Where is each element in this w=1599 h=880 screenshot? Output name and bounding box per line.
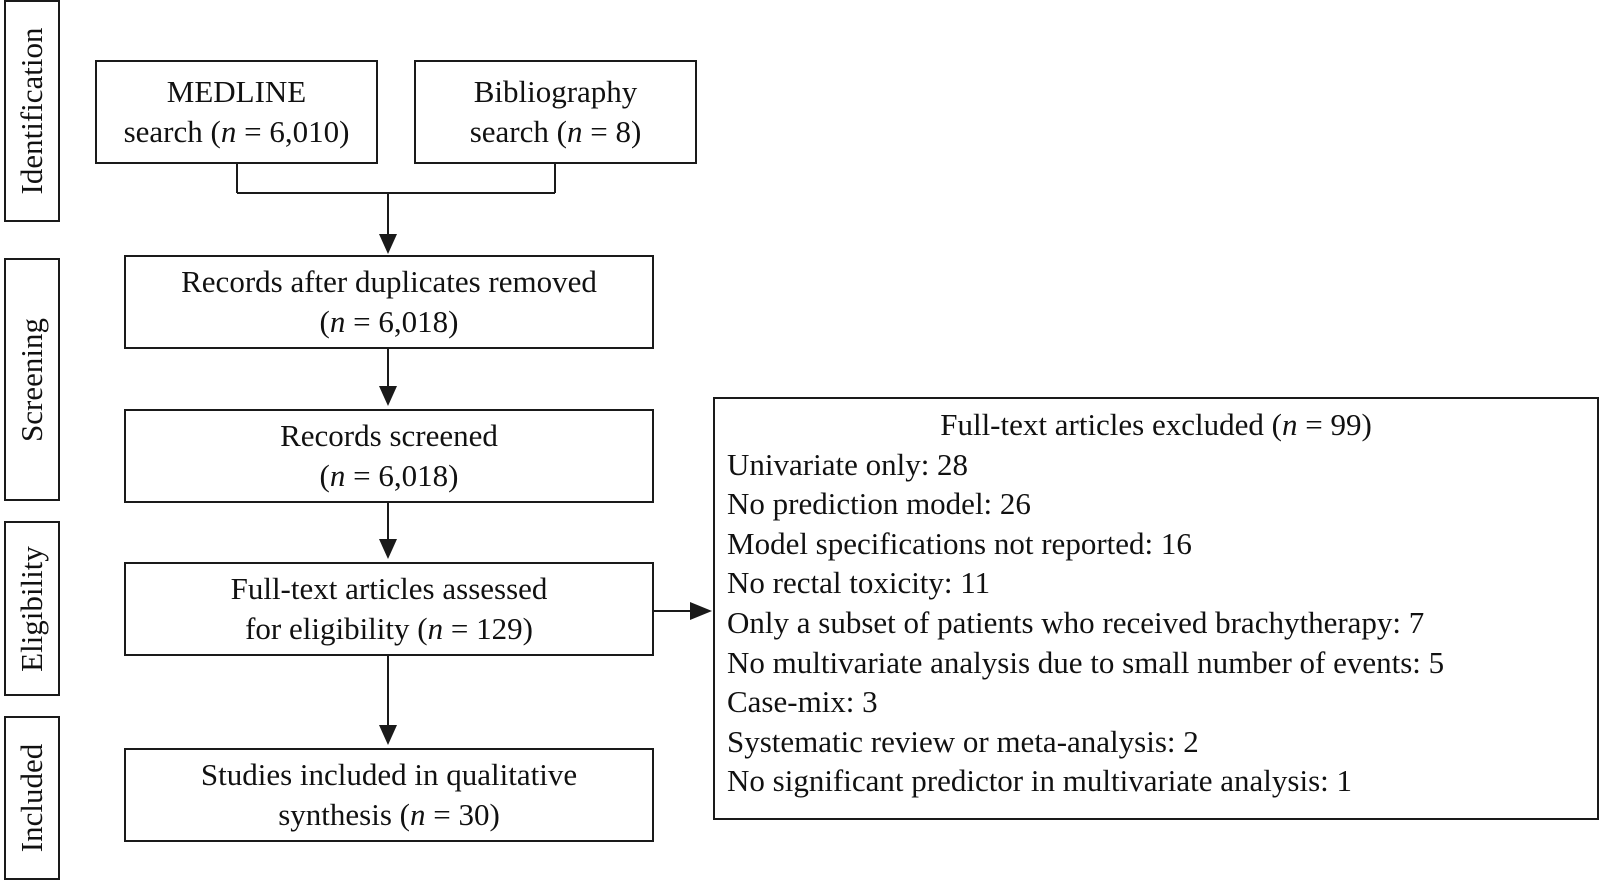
fulltext-assessed-box: Full-text articles assessed for eligibil… — [124, 562, 654, 656]
bibliography-line2: search (n = 8) — [470, 112, 642, 152]
screened-line1: Records screened — [280, 418, 498, 453]
medline-count: = 6,010) — [236, 114, 350, 149]
bibliography-search-box: Bibliography search (n = 8) — [414, 60, 697, 164]
duplicates-line2-pre: ( — [319, 304, 330, 339]
fulltext-excluded-box: Full-text articles excluded (n = 99) Uni… — [713, 397, 1599, 820]
included-count: = 30) — [425, 797, 500, 832]
medline-search-box: MEDLINE search (n = 6,010) — [95, 60, 378, 164]
excluded-title-pre: Full-text articles excluded ( — [940, 407, 1282, 442]
arrowhead-screened — [379, 386, 397, 406]
included-line1: Studies included in qualitative — [200, 757, 578, 792]
studies-included-box: Studies included in qualitative synthesi… — [124, 748, 654, 842]
excluded-title: Full-text articles excluded (n = 99) — [715, 405, 1597, 445]
bibliography-n-symbol: n — [566, 114, 583, 149]
stage-eligibility: Eligibility — [4, 521, 60, 696]
medline-line2-pre: search ( — [123, 114, 221, 149]
records-screened-box: Records screened (n = 6,018) — [124, 409, 654, 503]
fulltext-line2-pre: for eligibility ( — [245, 611, 428, 646]
exclusion-reason: No prediction model: 26 — [727, 486, 1031, 522]
fulltext-n-symbol: n — [427, 611, 444, 646]
bibliography-count: = 8) — [582, 114, 642, 149]
medline-n-symbol: n — [220, 114, 237, 149]
arrowhead-duplicates — [379, 234, 397, 254]
arrowhead-excluded — [690, 602, 712, 620]
included-n-symbol: n — [409, 797, 426, 832]
exclusion-reason: No significant predictor in multivariate… — [727, 763, 1353, 799]
stage-identification: Identification — [4, 0, 60, 222]
exclusion-reason: Model specifications not reported: 16 — [727, 525, 1192, 561]
exclusion-reason: No rectal toxicity: 11 — [727, 565, 991, 601]
fulltext-line1: Full-text articles assessed — [230, 571, 548, 606]
duplicates-count: = 6,018) — [345, 304, 459, 339]
bibliography-line1: Bibliography — [473, 74, 638, 109]
exclusion-reason: No multivariate analysis due to small nu… — [727, 644, 1445, 680]
included-line2-pre: synthesis ( — [278, 797, 410, 832]
exclusion-reason: Univariate only: 28 — [727, 446, 969, 482]
screened-n-symbol: n — [329, 458, 346, 493]
arrowhead-fulltext — [379, 539, 397, 559]
included-line2: synthesis (n = 30) — [201, 795, 577, 835]
medline-line2: search (n = 6,010) — [124, 112, 350, 152]
exclusion-reason: Systematic review or meta-analysis: 2 — [727, 723, 1199, 759]
bibliography-line2-pre: search ( — [469, 114, 567, 149]
stage-screening: Screening — [4, 258, 60, 501]
duplicates-n-symbol: n — [329, 304, 346, 339]
screened-line2-pre: ( — [319, 458, 330, 493]
exclusion-reason: Only a subset of patients who received b… — [727, 604, 1425, 640]
arrowhead-included — [379, 725, 397, 745]
fulltext-count: = 129) — [443, 611, 533, 646]
screened-count: = 6,018) — [345, 458, 459, 493]
fulltext-line2: for eligibility (n = 129) — [231, 609, 548, 649]
screened-line2: (n = 6,018) — [280, 456, 498, 496]
records-after-duplicates-box: Records after duplicates removed (n = 6,… — [124, 255, 654, 349]
excluded-n-symbol: n — [1281, 407, 1298, 442]
duplicates-line2: (n = 6,018) — [181, 302, 597, 342]
exclusion-reason: Case-mix: 3 — [727, 684, 878, 720]
excluded-count: = 99) — [1297, 407, 1372, 442]
stage-included: Included — [4, 716, 60, 880]
medline-line1: MEDLINE — [166, 74, 307, 109]
duplicates-line1: Records after duplicates removed — [181, 264, 597, 299]
